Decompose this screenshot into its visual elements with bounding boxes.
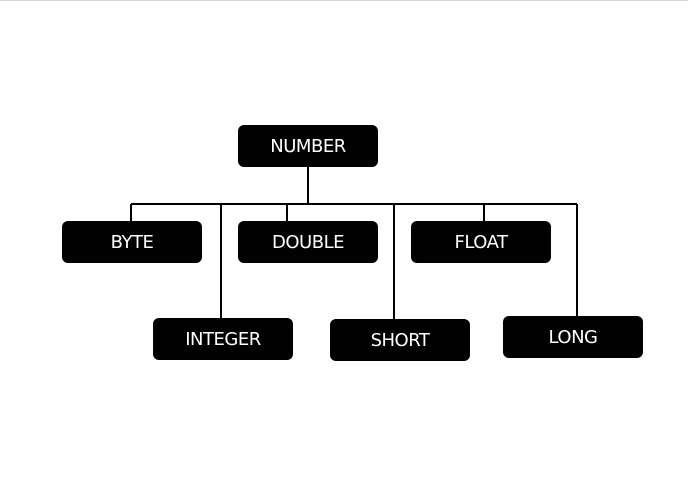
node-short-label: SHORT <box>370 329 430 351</box>
node-short: SHORT <box>330 319 470 361</box>
node-long: LONG <box>503 316 643 358</box>
node-number-label: NUMBER <box>270 135 346 157</box>
node-integer-label: INTEGER <box>185 328 261 350</box>
node-double-label: DOUBLE <box>272 231 344 253</box>
node-byte: BYTE <box>62 221 202 263</box>
node-integer: INTEGER <box>153 318 293 360</box>
node-double: DOUBLE <box>238 221 378 263</box>
node-byte-label: BYTE <box>110 231 154 253</box>
node-float-label: FLOAT <box>454 231 508 253</box>
node-long-label: LONG <box>548 326 598 348</box>
node-number: NUMBER <box>238 125 378 167</box>
node-float: FLOAT <box>411 221 551 263</box>
